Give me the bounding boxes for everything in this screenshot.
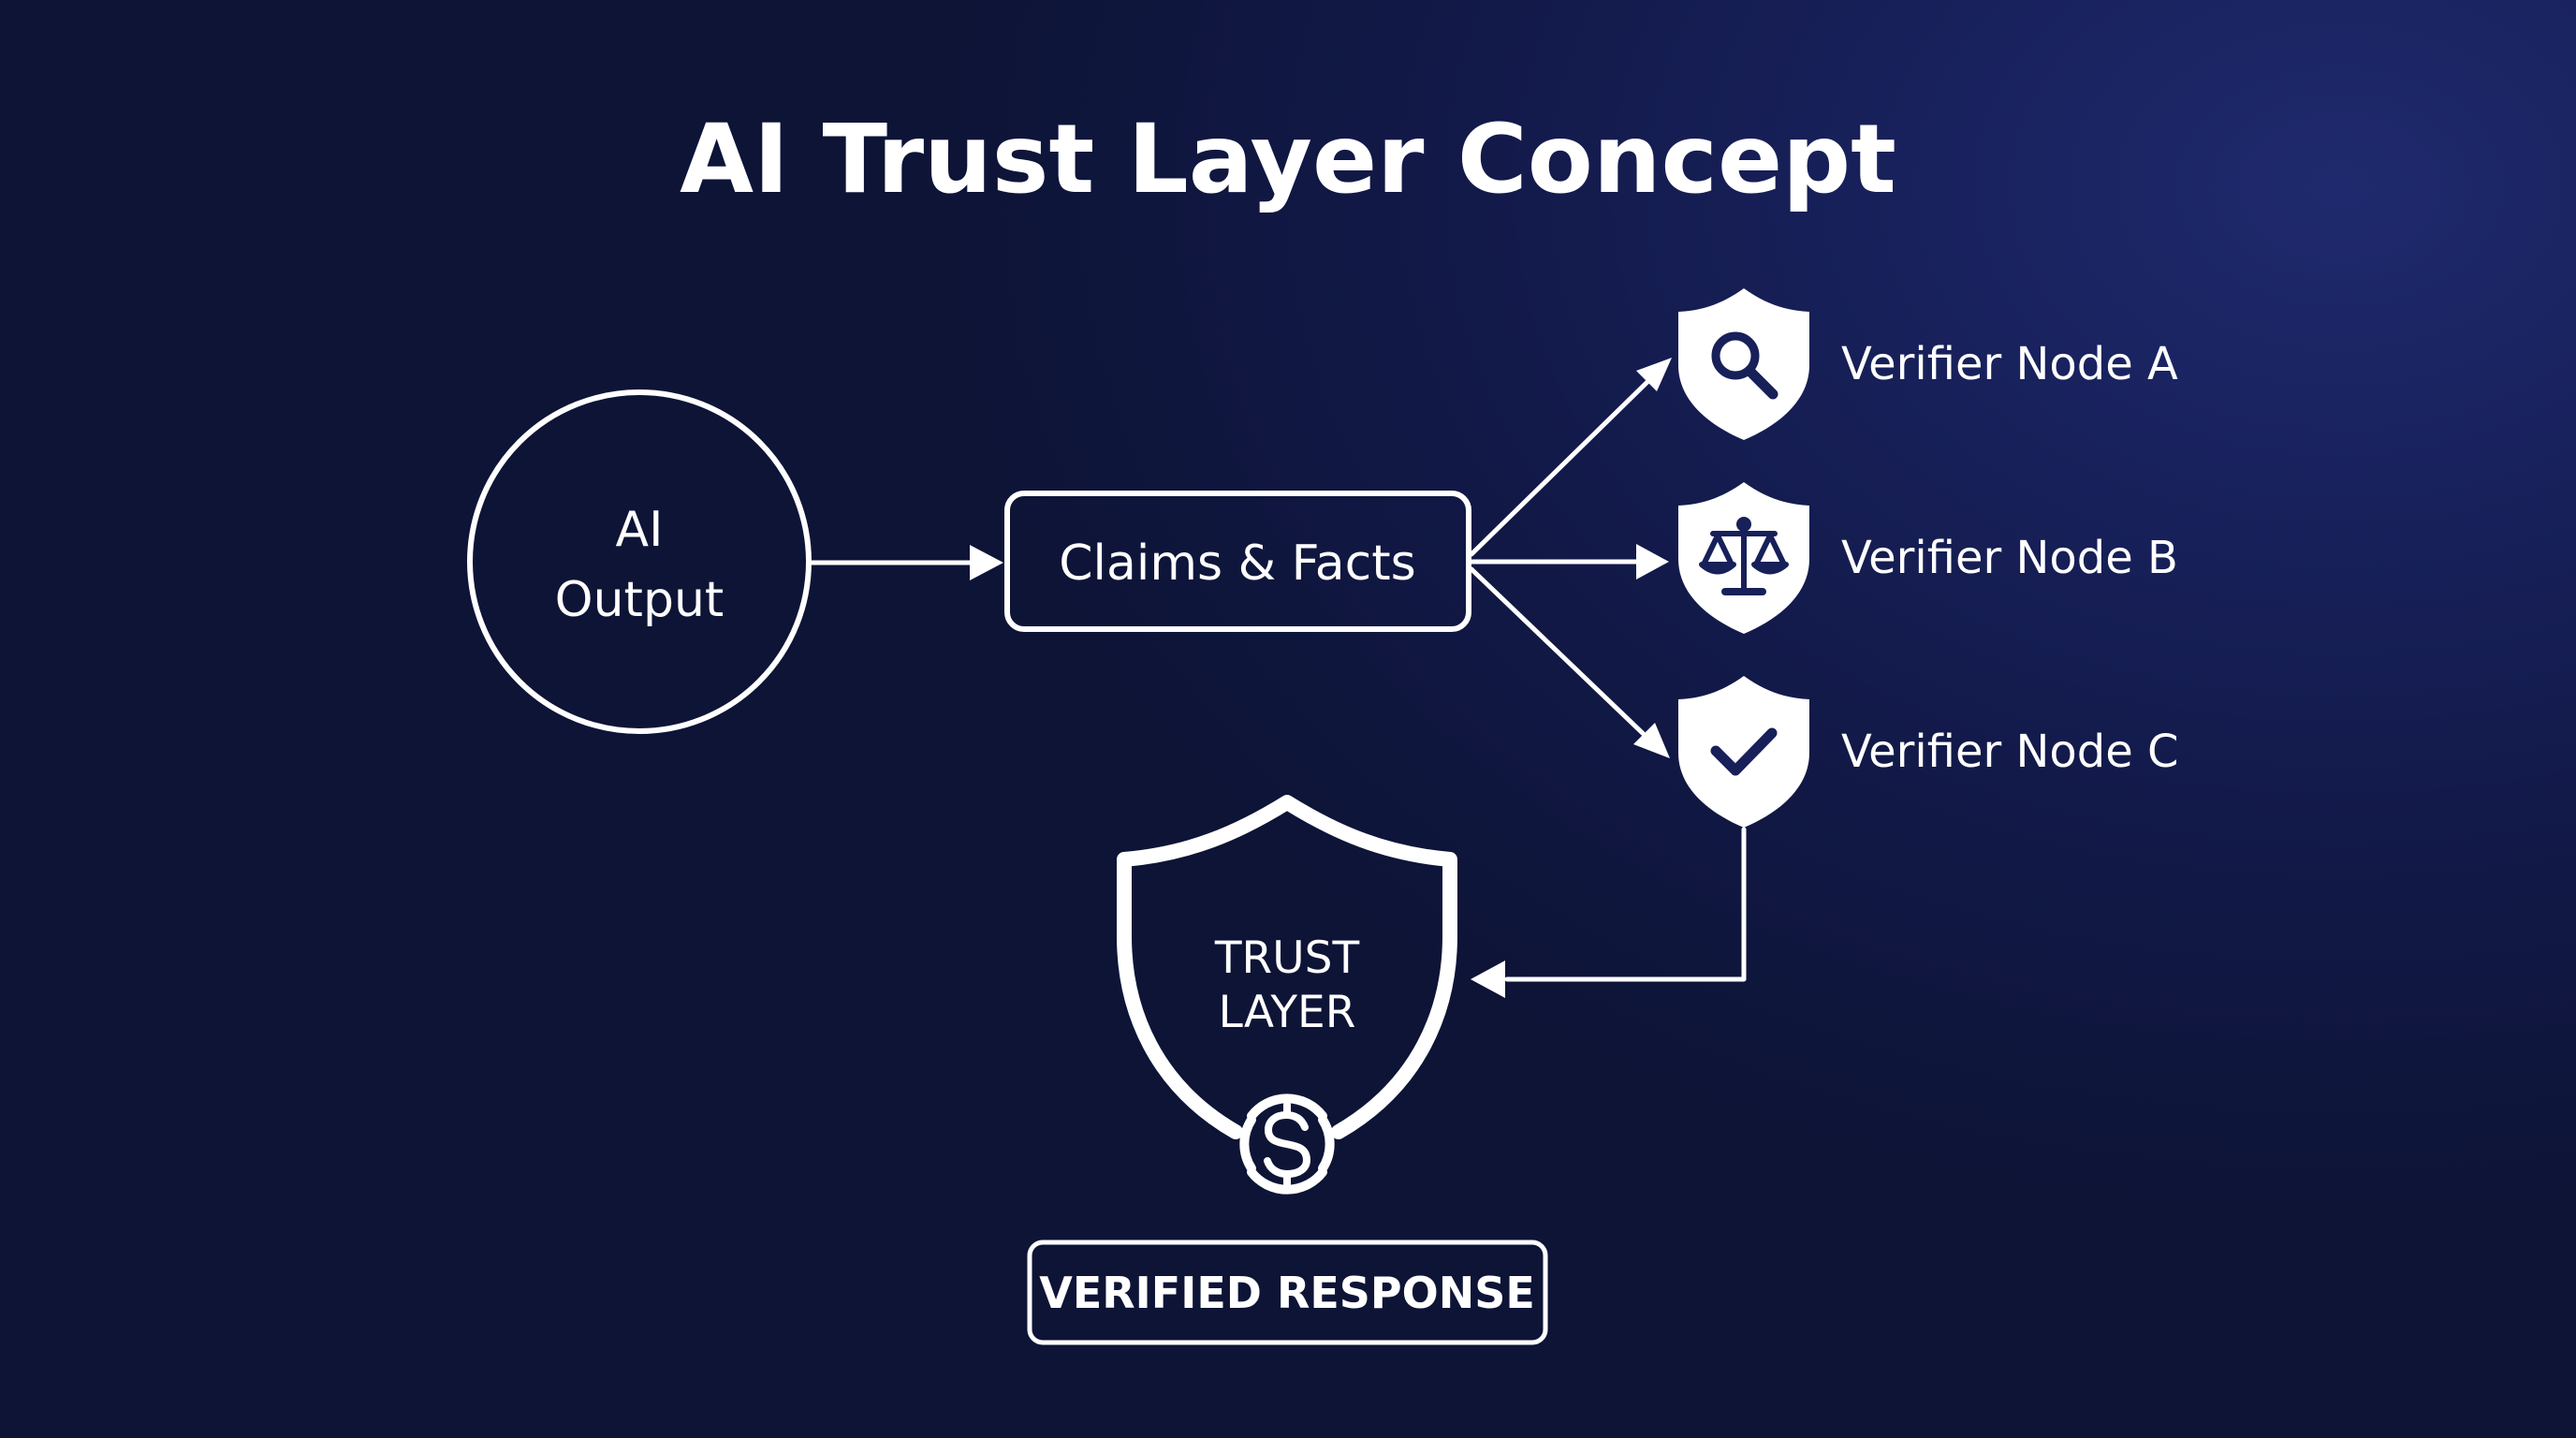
verified-response-node: VERIFIED RESPONSE [1027,1240,1548,1345]
trust-layer-shield-outline [1117,795,1457,1139]
claims-facts-node: Claims & Facts [1004,491,1471,632]
ai-output-circle [467,389,812,734]
ai-output-label-line1: AI [616,502,664,558]
verifier-node-c: Verifier Node C [1678,676,2179,828]
dollar-coin-icon [1239,1093,1335,1195]
claims-facts-box [1004,491,1471,632]
arrow-claims-to-verifier-b [1469,544,1669,580]
verifier-c-label: Verifier Node C [1841,726,2179,778]
claims-facts-label: Claims & Facts [1059,536,1416,592]
verifier-node-a: Verifier Node A [1678,288,2178,440]
verifier-b-label: Verifier Node B [1841,532,2178,584]
trust-layer-label-line2: LAYER [1219,987,1356,1038]
verifier-node-b: Verifier Node B [1678,482,2178,634]
diagram-title: AI Trust Layer Concept [680,104,1896,215]
arrow-output-to-claims [808,545,1003,580]
verifier-a-label: Verifier Node A [1841,338,2178,390]
ai-output-node: AI Output [467,389,812,734]
verified-response-box [1027,1240,1548,1345]
ai-output-label-line2: Output [555,572,724,628]
verifier-a-shield-icon [1678,288,1809,440]
arrow-claims-to-verifier-c [1469,566,1670,758]
checkmark-icon [1710,727,1778,776]
trust-layer-node: TRUST LAYER [1117,795,1457,1195]
verified-response-label: VERIFIED RESPONSE [1039,1268,1535,1318]
scales-icon [1699,517,1789,595]
arrow-claims-to-verifier-a [1469,358,1672,557]
verifier-c-shield-icon [1678,676,1809,828]
magnifier-icon [1711,331,1778,400]
trust-layer-label-line1: TRUST [1214,932,1360,984]
arrow-verifiers-to-trust-layer [1471,827,1747,998]
